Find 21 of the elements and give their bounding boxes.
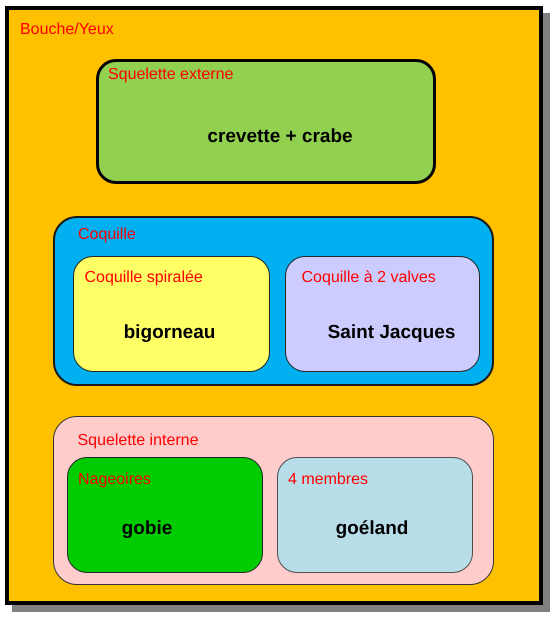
category-heading: Coquille à 2 valves — [302, 268, 436, 288]
example-text: goéland — [336, 517, 408, 541]
example-text: Saint Jacques — [328, 320, 456, 344]
category-box — [73, 256, 270, 372]
category-box — [66, 456, 262, 572]
category-heading: Bouche/Yeux — [20, 20, 114, 40]
category-heading: Nageoires — [78, 470, 151, 490]
category-heading: Coquille — [78, 225, 136, 245]
category-heading: 4 membres — [288, 470, 368, 490]
category-heading: Squelette interne — [78, 430, 198, 450]
example-text: gobie — [122, 517, 172, 541]
category-box — [285, 256, 480, 372]
example-text: crevette + crabe — [207, 125, 353, 149]
category-heading: Coquille spiralée — [84, 268, 203, 288]
group-box — [53, 416, 494, 585]
category-heading: Squelette externe — [108, 65, 234, 85]
category-box — [276, 456, 472, 572]
category-box — [96, 59, 436, 184]
group-box — [53, 216, 494, 386]
example-text: bigorneau — [124, 320, 216, 344]
outer-frame — [5, 6, 543, 605]
